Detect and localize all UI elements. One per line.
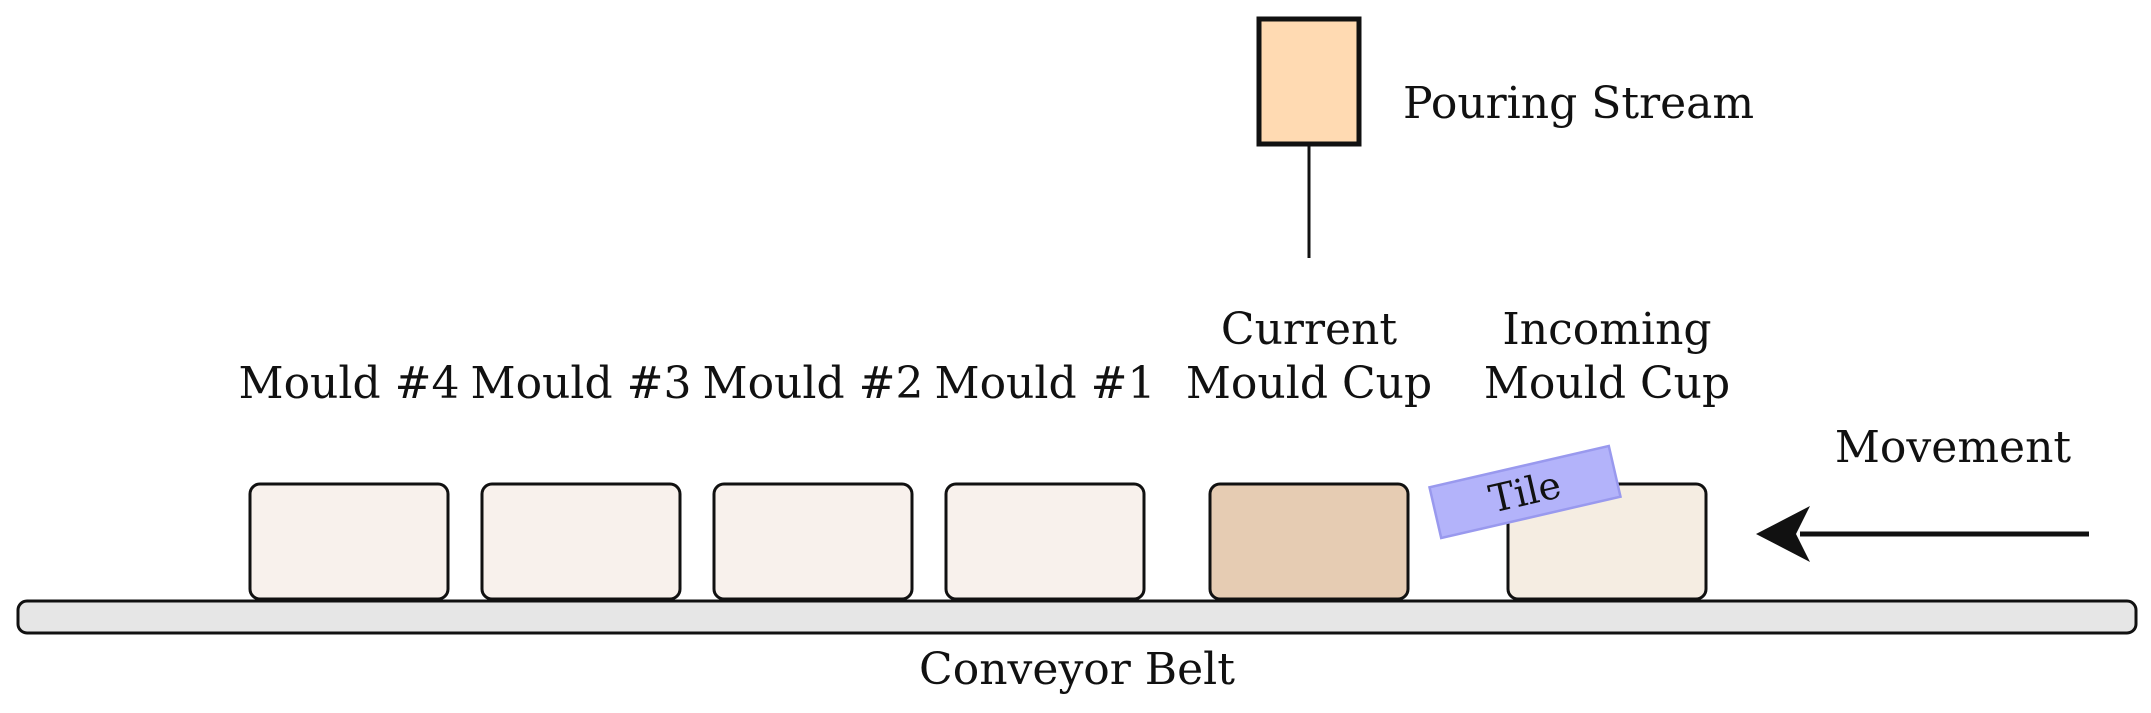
pouring-stream-label: Pouring Stream [1403, 78, 1754, 129]
conveyor-belt-label: Conveyor Belt [919, 644, 1235, 695]
tile-shape [1428, 444, 1622, 540]
mould-2-box [712, 482, 914, 601]
mould-4-label: Mould #4 [239, 358, 460, 409]
incoming-mould-label-line1: Incoming [1502, 304, 1711, 355]
tile: Tile [1428, 444, 1622, 540]
movement-arrow-head [1756, 506, 1810, 562]
mould-1-box [944, 482, 1146, 601]
current-mould-label-line2: Mould Cup [1186, 358, 1432, 409]
incoming-mould-label-line2: Mould Cup [1484, 358, 1730, 409]
conveyor-belt [16, 599, 2138, 635]
pouring-stream-box [1256, 16, 1362, 147]
mould-3-box [480, 482, 682, 601]
movement-label: Movement [1835, 422, 2072, 473]
mould-1-label: Mould #1 [935, 358, 1156, 409]
current-mould-box [1208, 482, 1410, 601]
mould-2-label: Mould #2 [703, 358, 924, 409]
current-mould-label-line1: Current [1221, 304, 1397, 355]
mould-3-label: Mould #3 [471, 358, 692, 409]
mould-4-box [248, 482, 450, 601]
